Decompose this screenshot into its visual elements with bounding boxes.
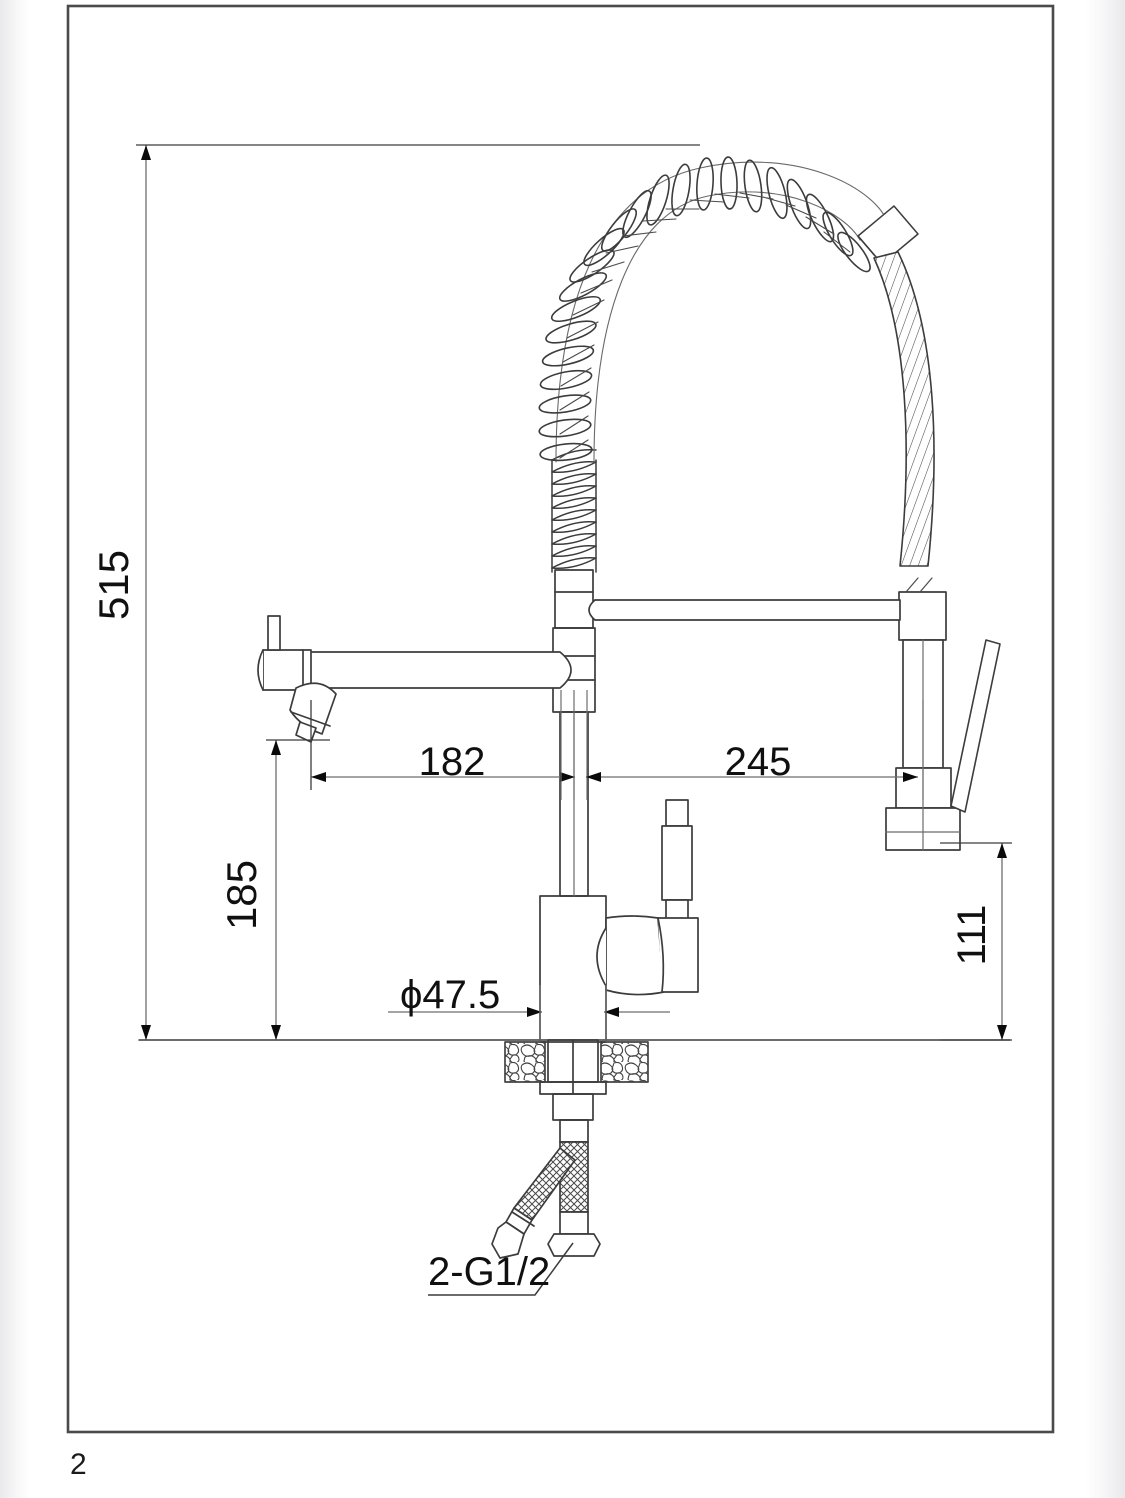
- spray-lever: [950, 639, 1001, 813]
- spring-coil-arch: [538, 156, 919, 463]
- dimension-label-111: 111: [950, 905, 994, 966]
- page-border: [66, 4, 1055, 1434]
- spout-nozzle: [289, 682, 337, 735]
- deck-mount-hardware: [539, 1039, 607, 1121]
- spray-head: [885, 577, 1001, 851]
- dimension-spout-reach-left: 182: [310, 690, 588, 800]
- annotation-label-inlet-thread: 2-G1/2: [428, 1250, 550, 1294]
- leader-line-inlet-thread: [428, 1242, 574, 1296]
- spring-coil-lower: [551, 448, 597, 573]
- dimension-label-515: 515: [90, 550, 137, 620]
- dimension-spray-head-height: 111: [940, 842, 1012, 1041]
- deck-mount-counter: [504, 1041, 649, 1083]
- flexible-hose: [873, 251, 935, 567]
- dimension-label-185: 185: [218, 860, 265, 930]
- faucet-assembly: [138, 156, 1011, 1259]
- faucet-body-column: [539, 569, 607, 1043]
- dimension-spout-height: 185: [218, 739, 330, 1040]
- page-number: 2: [70, 1448, 87, 1481]
- mixer-handle: [596, 799, 699, 996]
- dimension-overall-height: 515: [90, 144, 700, 1040]
- dimension-layer: 515 185 182 245: [90, 144, 1012, 1296]
- cross-tube: [588, 599, 901, 621]
- dimension-base-diameter: ϕ47.5: [388, 973, 670, 1042]
- annotation-inlet-thread: 2-G1/2: [428, 1242, 574, 1296]
- dimension-label-245: 245: [725, 740, 792, 784]
- dimension-label-182: 182: [419, 740, 486, 784]
- supply-hoses: [491, 1119, 601, 1259]
- dimension-spray-reach-right: 245: [573, 690, 924, 800]
- dimension-label-base-diameter: ϕ47.5: [400, 973, 500, 1017]
- side-spout: [257, 615, 572, 743]
